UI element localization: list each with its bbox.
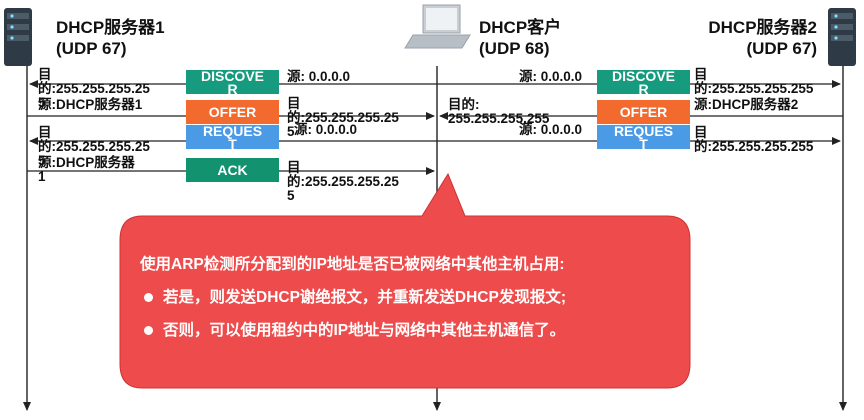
msg-offer-right: OFFER bbox=[597, 100, 690, 124]
callout-bubble bbox=[119, 172, 691, 389]
client-title: DHCP客户 (UDP 68) bbox=[479, 17, 561, 59]
msg-discover-right: DISCOVE R bbox=[597, 70, 690, 94]
label-dst-ack-center: 目 的:255.255.255.25 5 bbox=[287, 160, 399, 203]
callout-line2: 若是，则发送DHCP谢绝报文，并重新发送DHCP发现报文; bbox=[163, 289, 567, 306]
label-dst-request-left: 目 的:255.255.255.25 5 bbox=[38, 125, 150, 168]
server2-title: DHCP服务器2 (UDP 67) bbox=[689, 17, 817, 59]
bullet-icon bbox=[144, 292, 153, 302]
server2-port: (UDP 67) bbox=[746, 39, 817, 58]
server1-port: (UDP 67) bbox=[56, 39, 127, 58]
msg-discover-left: DISCOVE R bbox=[186, 70, 279, 94]
client-name: DHCP客户 bbox=[479, 18, 562, 37]
msg-offer-left: OFFER bbox=[186, 100, 279, 124]
label-src-offer-far-right: 源:DHCP服务器2 bbox=[694, 97, 799, 112]
server2-name: DHCP服务器2 bbox=[708, 18, 817, 37]
msg-ack-left: ACK bbox=[186, 158, 279, 182]
label-dst-discover-far-right: 目 的:255.255.255.255 bbox=[694, 67, 814, 96]
server1-title: DHCP服务器1 (UDP 67) bbox=[56, 17, 165, 59]
server1-icon bbox=[4, 8, 32, 66]
label-src-discover-right: 源: 0.0.0.0 bbox=[519, 69, 583, 84]
msg-request-right: REQUES T bbox=[597, 125, 690, 149]
label-dst-discover-left: 目 的:255.255.255.25 5 bbox=[38, 67, 150, 110]
server1-name: DHCP服务器1 bbox=[56, 18, 165, 37]
server2-icon bbox=[828, 8, 856, 66]
label-src-request-right: 源: 0.0.0.0 bbox=[519, 122, 583, 137]
label-dst-request-far-right: 目 的:255.255.255.255 bbox=[694, 125, 814, 154]
label-dst-offer-right: 目的: 255.255.255.255 bbox=[448, 97, 550, 126]
label-src-ack-left: 源:DHCP服务器 1 bbox=[38, 155, 135, 184]
label-src-discover-center: 源: 0.0.0.0 bbox=[287, 69, 351, 84]
label-src-offer-left: 源:DHCP服务器1 bbox=[38, 97, 143, 112]
callout-bullet1: 若是，则发送DHCP谢绝报文，并重新发送DHCP发现报文; bbox=[140, 281, 566, 314]
callout-bullet2: 否则，可以使用租约中的IP地址与网络中其他主机通信了。 bbox=[140, 314, 566, 347]
client-port: (UDP 68) bbox=[479, 39, 550, 58]
msg-request-left: REQUES T bbox=[186, 125, 279, 149]
laptop-icon bbox=[404, 4, 471, 49]
bullet-icon bbox=[144, 325, 153, 335]
callout-line3: 否则，可以使用租约中的IP地址与网络中其他主机通信了。 bbox=[163, 322, 566, 339]
label-dst-offer-center: 目 的:255.255.255.25 5 bbox=[287, 96, 399, 139]
callout-line1: 使用ARP检测所分配到的IP地址是否已被网络中其他主机占用: bbox=[140, 256, 565, 273]
callout-text: 使用ARP检测所分配到的IP地址是否已被网络中其他主机占用: 若是，则发送DHC… bbox=[140, 248, 566, 347]
label-src-request-center: 源: 0.0.0.0 bbox=[294, 122, 358, 137]
